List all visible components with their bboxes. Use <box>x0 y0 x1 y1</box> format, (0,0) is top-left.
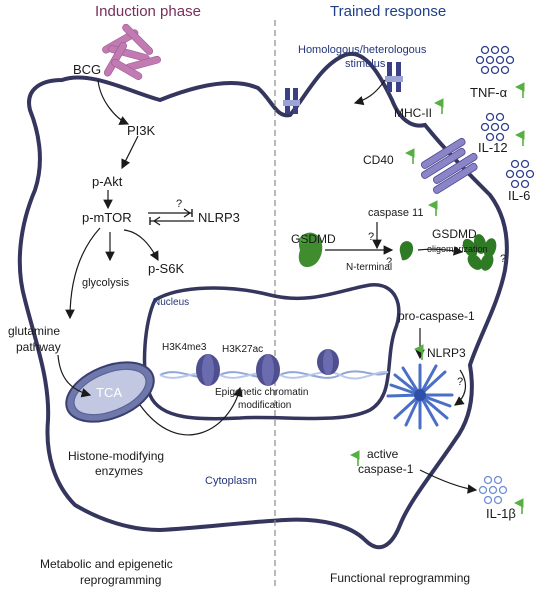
trained-response-title: Trained response <box>330 3 446 20</box>
h3k27ac-label: H3K27ac <box>222 344 263 355</box>
caspase-question: ? <box>368 231 374 243</box>
footer-right: Functional reprogramming <box>330 571 470 585</box>
induction-phase-title: Induction phase <box>95 3 201 20</box>
bcg-label: BCG <box>73 62 101 77</box>
gsdmd-n-terminal-icon <box>399 241 414 261</box>
mitochondrion-icon <box>65 361 155 423</box>
pmtor-label: p-mTOR <box>82 210 132 225</box>
pro-caspase-label: pro-caspase-1 <box>398 309 475 323</box>
nucleosome-icon <box>196 354 220 386</box>
nucleus-envelope <box>142 283 401 421</box>
nucleosome-icon <box>256 354 280 386</box>
pakt-label: p-Akt <box>92 174 123 189</box>
tca-label: TCA <box>96 385 122 400</box>
pi3k-label: PI3K <box>127 123 156 138</box>
il12-cluster-icon <box>480 112 510 142</box>
cd40-receptor-icon <box>420 137 478 194</box>
active-caspase-label: active <box>367 447 399 461</box>
gsdmd-oligomer-icon <box>462 234 497 271</box>
tnf-alpha-label: TNF-α <box>470 85 508 100</box>
histone-enzymes-label: Histone-modifying <box>68 449 164 463</box>
mtor-nlrp3-question: ? <box>176 198 182 210</box>
tnf-alpha-cluster-icon <box>475 45 515 75</box>
mhc-ii-label: MHC-II <box>394 106 432 120</box>
oligomer-question: ? <box>500 253 506 265</box>
glutamine-label: glutamine <box>8 324 60 338</box>
bacteria-icon <box>102 23 161 80</box>
gsdmd-label-right: GSDMD <box>432 227 477 241</box>
trained-arrows <box>325 79 478 494</box>
footer-left-line2: reprogramming <box>80 573 161 587</box>
il6-label: IL-6 <box>508 188 530 203</box>
epigenetic-label: Epigenetic chromatin <box>215 387 308 398</box>
caspase11-label: caspase 11 <box>368 207 423 219</box>
n-terminal-label: N-terminal <box>346 262 392 273</box>
nlrp3-label-right: NLRP3 <box>427 346 466 360</box>
cd40-label: CD40 <box>363 153 394 167</box>
cell-membrane <box>17 51 509 550</box>
h3k4me3-label: H3K4me3 <box>162 342 207 353</box>
footer-left-line1: Metabolic and epigenetic <box>40 557 173 571</box>
receptor-icon <box>283 88 300 114</box>
nucleus-label: Nucleus <box>153 297 189 308</box>
il6-cluster-icon <box>505 159 535 189</box>
il12-label: IL-12 <box>478 140 508 155</box>
cytoplasm-label: Cytoplasm <box>205 475 257 487</box>
stimulus-label-line2: stimulus <box>345 58 386 70</box>
modification-label: modification <box>238 400 291 411</box>
nlrp3-label-left: NLRP3 <box>198 210 240 225</box>
glycolysis-label: glycolysis <box>82 277 130 289</box>
mhc-ii-receptor-icon <box>385 62 403 92</box>
gsdmd-label-left: GSDMD <box>291 232 336 246</box>
pathway-label: pathway <box>16 340 61 354</box>
il1b-label: IL-1β <box>486 506 516 521</box>
il1b-cluster-icon <box>478 475 508 505</box>
enzymes-label: enzymes <box>95 464 143 478</box>
caspase1-label: caspase-1 <box>358 462 414 476</box>
inflammasome-icon <box>386 363 454 430</box>
gsdmd-question: ? <box>386 256 392 268</box>
stimulus-label: Homologous/heterologous <box>298 44 427 56</box>
oligomerization-label: oligomerization <box>427 244 488 254</box>
induction-arrows <box>57 79 243 436</box>
nucleosome-icon <box>317 349 339 375</box>
ps6k-label: p-S6K <box>148 261 184 276</box>
mtor-nlrp3-interaction <box>148 208 194 226</box>
gsdmd-full-icon <box>298 232 323 268</box>
upregulation-arrows <box>350 82 525 514</box>
nlrp3-question: ? <box>457 376 463 388</box>
